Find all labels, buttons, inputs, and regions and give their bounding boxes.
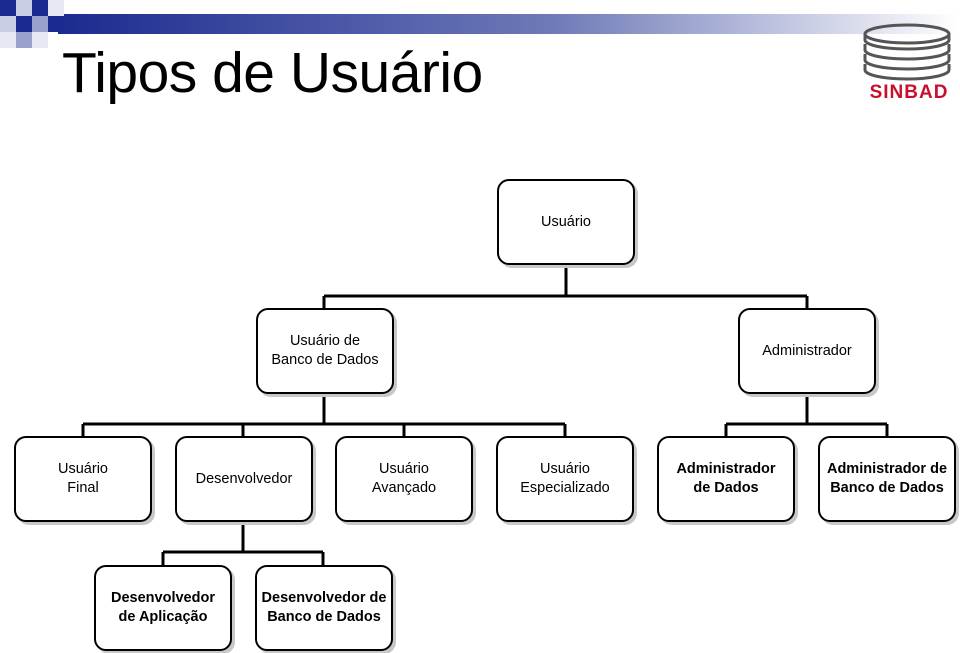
node-desenvolvedor-aplicacao: Desenvolvedor de Aplicação xyxy=(94,565,232,651)
decorative-mosaic xyxy=(0,0,80,60)
node-administrador-banco-de-dados: Administrador de Banco de Dados xyxy=(818,436,956,522)
node-administrador: Administrador xyxy=(738,308,876,394)
node-usuario-avancado: Usuário Avançado xyxy=(335,436,473,522)
database-stack-icon xyxy=(863,23,951,81)
node-administrador-de-dados: Administrador de Dados xyxy=(657,436,795,522)
page-title: Tipos de Usuário xyxy=(62,41,483,105)
logo-wordmark: SINBAD xyxy=(869,82,949,103)
node-desenvolvedor: Desenvolvedor xyxy=(175,436,313,522)
header-band xyxy=(58,14,960,34)
node-usuario-especializado: Usuário Especializado xyxy=(496,436,634,522)
sinbad-logo: SINBAD xyxy=(860,22,958,104)
node-desenvolvedor-banco-de-dados: Desenvolvedor de Banco de Dados xyxy=(255,565,393,651)
node-usuario-final: Usuário Final xyxy=(14,436,152,522)
node-usuario: Usuário xyxy=(497,179,635,265)
node-usuario-banco-de-dados: Usuário de Banco de Dados xyxy=(256,308,394,394)
